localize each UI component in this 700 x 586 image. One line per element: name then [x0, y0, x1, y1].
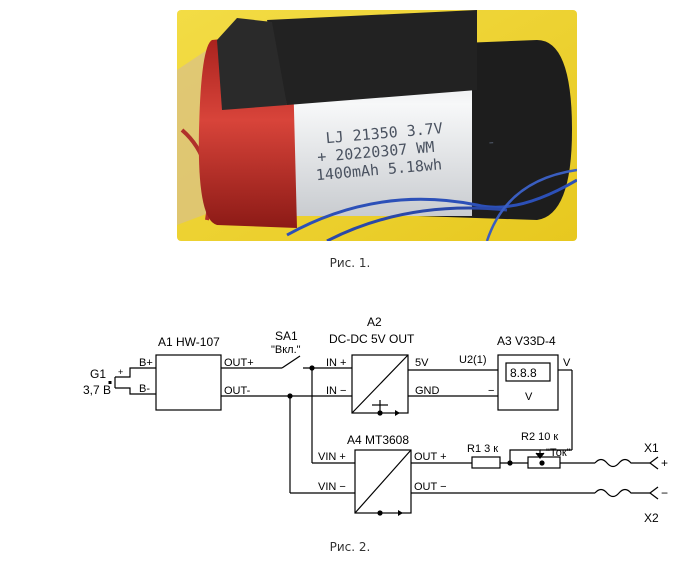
x1-ref: X1	[644, 441, 659, 455]
a4-outplus: OUT +	[414, 451, 447, 463]
a4-vinminus: VIN −	[318, 481, 346, 493]
figure2-caption: Рис. 2.	[329, 540, 371, 554]
schematic-diagram: G1 3,7 В + A1 HW-107 B+ B- OUT+ OUT- SA1…	[60, 300, 700, 532]
a1-bminus: B-	[139, 383, 150, 395]
a2-out5v: 5V	[415, 357, 429, 369]
r2-label: R2 10 к	[521, 431, 558, 443]
a4-outminus: OUT −	[414, 481, 447, 493]
g1-value: 3,7 В	[83, 383, 111, 397]
a3-u2: U2(1)	[459, 354, 487, 366]
a3-title: A3 V33D-4	[497, 334, 556, 348]
battery-photo: LJ 21350 3.7V + 20220307 WM - 1400mAh 5.…	[177, 10, 577, 241]
a1-title: A1 HW-107	[158, 335, 220, 349]
a1-outplus: OUT+	[224, 357, 254, 369]
figure1-caption: Рис. 1.	[329, 256, 371, 270]
a2-gnd: GND	[415, 385, 440, 397]
r1-label: R1 3 к	[467, 443, 498, 455]
a1-bplus: B+	[139, 357, 153, 369]
a3-minus: −	[488, 385, 494, 397]
a3-vlabel: V	[525, 391, 533, 403]
g1-ref: G1	[90, 367, 106, 381]
a1-block	[155, 354, 222, 411]
sa1-label: "Вкл."	[271, 344, 301, 356]
x2-pol: −	[661, 486, 668, 500]
a2-ref: A2	[367, 315, 382, 329]
a1-outminus: OUT-	[224, 385, 251, 397]
a3-display: 8.8.8	[510, 366, 537, 380]
g1-plus: +	[118, 367, 123, 377]
x1-pol: +	[661, 456, 668, 470]
battery-label-minus: -	[486, 133, 497, 152]
a3-vpin: V	[563, 357, 571, 369]
sa1-ref: SA1	[275, 329, 298, 343]
r2-name: "Ток"	[546, 447, 571, 459]
x2-ref: X2	[644, 511, 659, 525]
a2-inminus: IN −	[326, 385, 346, 397]
a4-vinplus: VIN +	[318, 451, 346, 463]
a2-inplus: IN +	[326, 357, 346, 369]
a2-title: DC-DC 5V OUT	[329, 332, 415, 346]
a4-title: A4 MT3608	[347, 433, 409, 447]
